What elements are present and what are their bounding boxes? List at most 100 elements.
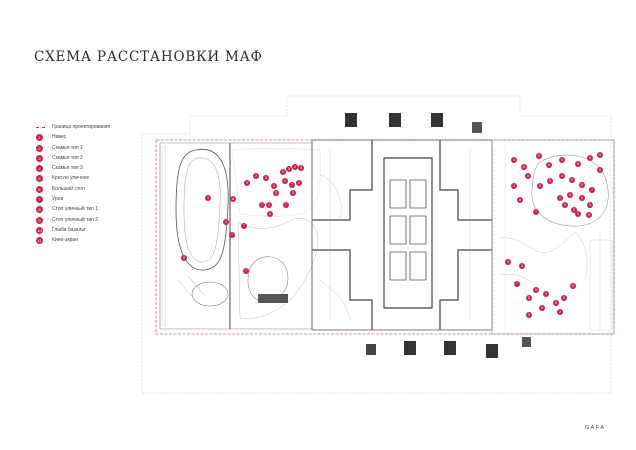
svg-text:2: 2 (513, 184, 515, 188)
svg-text:5: 5 (563, 296, 565, 300)
plan-marker: 5 (525, 173, 531, 179)
plan-marker: 5 (567, 192, 573, 198)
plan-marker: 5 (267, 211, 273, 217)
svg-text:5: 5 (564, 203, 566, 207)
plan-marker: 2 (296, 180, 302, 186)
legend-label: Кресло уличное (52, 175, 90, 182)
svg-text:5: 5 (535, 288, 537, 292)
svg-text:5: 5 (513, 158, 515, 162)
legend-number-marker: 7 (36, 196, 43, 204)
svg-text:2: 2 (559, 310, 561, 314)
legend-number-marker: 11 (36, 237, 43, 245)
legend-number-marker: 9 (36, 216, 43, 224)
plan-marker: 5 (263, 175, 269, 181)
plan-marker: 7 (259, 202, 265, 208)
legend-number-marker: 1 (36, 134, 43, 142)
right-garden-oval (531, 154, 609, 227)
svg-text:5: 5 (581, 183, 583, 187)
plan-marker: 5 (570, 283, 576, 289)
svg-text:7: 7 (516, 282, 518, 286)
svg-text:5: 5 (521, 264, 523, 268)
svg-text:2: 2 (268, 203, 270, 207)
legend-label: Урна (52, 196, 64, 203)
plan-marker: 2 (292, 164, 298, 170)
svg-text:5: 5 (572, 284, 574, 288)
plan-marker: 7 (589, 187, 595, 193)
svg-text:5: 5 (269, 212, 271, 216)
svg-text:2: 2 (298, 181, 300, 185)
svg-text:7: 7 (245, 269, 247, 273)
legend-label: Стол уличный тип 2 (52, 216, 99, 223)
legend-label: Навес (52, 134, 67, 141)
plan-marker: 5 (526, 312, 532, 318)
svg-text:2: 2 (294, 165, 296, 169)
plan-marker: 5 (543, 291, 549, 297)
svg-text:5: 5 (519, 198, 521, 202)
plan-marker: 7 (243, 268, 249, 274)
plan-marker: 7 (514, 281, 520, 287)
svg-text:2: 2 (255, 174, 257, 178)
svg-text:7: 7 (291, 183, 293, 187)
svg-text:5: 5 (588, 213, 590, 217)
plan-marker: 8 (536, 153, 542, 159)
plan-marker: 5 (579, 182, 585, 188)
plan-marker: 11 (230, 196, 236, 202)
svg-text:5: 5 (282, 170, 284, 174)
plan-marker: 5 (553, 300, 559, 306)
svg-text:5: 5 (555, 301, 557, 305)
legend-label: Кино-экран (52, 237, 78, 244)
svg-text:5: 5 (581, 196, 583, 200)
plan-marker: 5 (181, 255, 187, 261)
svg-text:5: 5 (292, 191, 294, 195)
svg-text:5: 5 (183, 256, 185, 260)
legend-number-marker: 2 (36, 144, 43, 152)
plan-marker: 7 (241, 223, 247, 229)
svg-text:5: 5 (577, 212, 579, 216)
site-outline (141, 95, 612, 394)
plan-marker: 2 (266, 202, 272, 208)
svg-text:5: 5 (573, 208, 575, 212)
plan-marker: 5 (537, 183, 543, 189)
brand-logo: GAFA (585, 425, 606, 431)
plan-marker: 5 (575, 161, 581, 167)
svg-text:5: 5 (541, 306, 543, 310)
svg-text:8: 8 (538, 154, 540, 158)
plan-marker: 5 (587, 155, 593, 161)
legend-number-marker: 8 (36, 206, 43, 214)
plan-marker: 5 (571, 207, 577, 213)
legend-label: Большой стол (52, 185, 85, 192)
svg-text:5: 5 (589, 156, 591, 160)
basalt-platform (191, 281, 229, 307)
svg-text:5: 5 (284, 179, 286, 183)
plan-marker: 2 (253, 173, 259, 179)
plan-marker: 7 (283, 202, 289, 208)
svg-text:2: 2 (225, 220, 227, 224)
svg-text:5: 5 (561, 174, 563, 178)
plan-marker: 5 (286, 166, 292, 172)
plan-marker: 5 (271, 183, 277, 189)
svg-text:7: 7 (231, 233, 233, 237)
plan-marker: 7 (289, 182, 295, 188)
svg-text:5: 5 (548, 163, 550, 167)
svg-text:5: 5 (265, 176, 267, 180)
svg-text:5: 5 (577, 162, 579, 166)
svg-text:5: 5 (507, 260, 509, 264)
plan-marker: 5 (282, 178, 288, 184)
svg-text:5: 5 (561, 158, 563, 162)
plan-marker: 5 (575, 211, 581, 217)
plan-marker: 2 (511, 183, 517, 189)
plan-marker: 2 (557, 309, 563, 315)
svg-text:5: 5 (545, 292, 547, 296)
svg-text:5: 5 (569, 193, 571, 197)
plan-marker: 7 (229, 232, 235, 238)
plan-marker: 5 (539, 305, 545, 311)
plan-marker: 5 (587, 202, 593, 208)
legend-number-marker: 5 (36, 175, 43, 183)
plan-marker: 1 (205, 195, 211, 201)
svg-text:5: 5 (599, 153, 601, 157)
page-title: СХЕМА РАССТАНОВКИ МАФ (34, 49, 263, 65)
svg-text:5: 5 (288, 167, 290, 171)
svg-text:7: 7 (243, 224, 245, 228)
